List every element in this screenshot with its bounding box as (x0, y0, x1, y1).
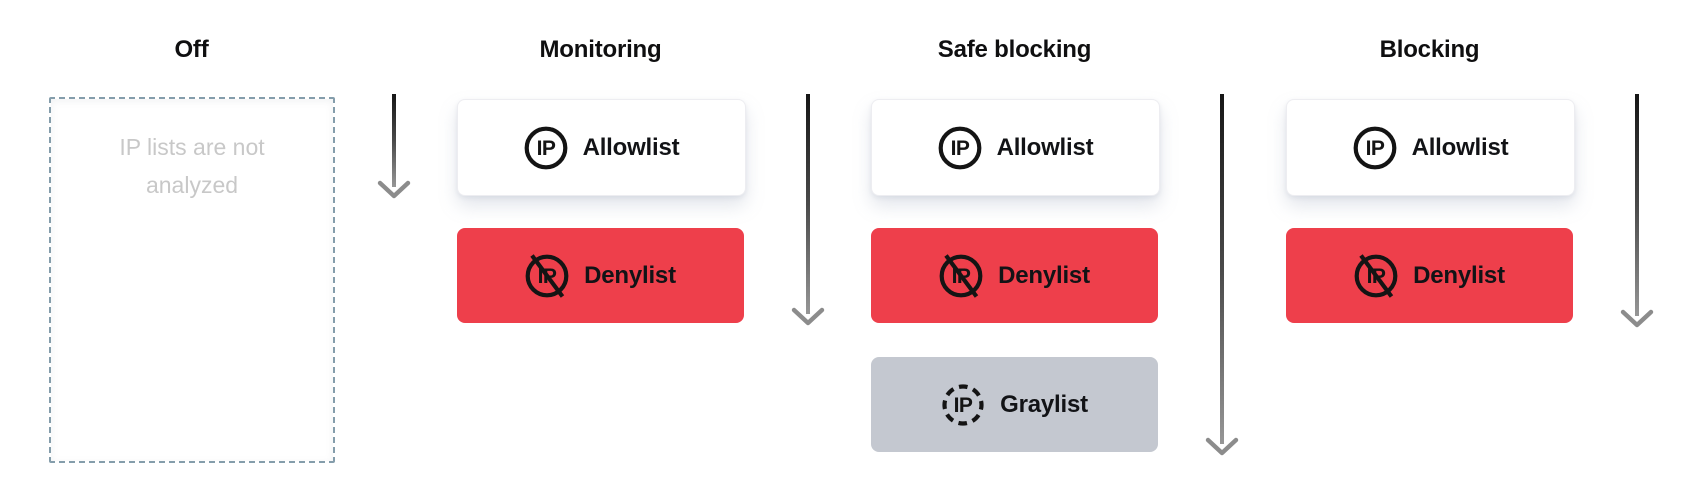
card-label: Denylist (1413, 261, 1505, 289)
icon-letters: IP (536, 137, 555, 160)
card-label: Graylist (1000, 390, 1088, 418)
arrow-down-icon (377, 180, 411, 199)
arrow-line (1220, 94, 1224, 444)
denylist-card: IP Denylist (457, 228, 744, 323)
flow-arrow-2 (790, 94, 826, 326)
allowlist-card: IP Allowlist (871, 99, 1160, 196)
allowlist-card: IP Allowlist (1286, 99, 1575, 196)
card-label: Allowlist (996, 133, 1094, 161)
arrow-line (1635, 94, 1639, 316)
flow-arrow-4 (1619, 94, 1655, 328)
icon-letters: IP (950, 137, 969, 160)
flow-arrow-1 (376, 94, 412, 199)
denylist-card: IP Denylist (871, 228, 1158, 323)
arrow-line (392, 94, 396, 187)
arrow-down-icon (1205, 437, 1239, 456)
graylist-card: IP Graylist (871, 357, 1158, 452)
arrow-line (806, 94, 810, 314)
ip-circle-icon: IP (938, 126, 982, 170)
card-label: Denylist (584, 261, 676, 289)
arrow-down-icon (1620, 309, 1654, 328)
column-title-monitoring: Monitoring (539, 36, 662, 63)
denylist-card: IP Denylist (1286, 228, 1573, 323)
ip-circle-icon: IP (524, 126, 568, 170)
icon-letters: IP (954, 394, 973, 417)
off-empty-note: IP lists are not analyzed (119, 134, 265, 198)
card-label: Allowlist (1411, 133, 1509, 161)
ip-circle-slash-icon: IP (939, 253, 983, 298)
flow-arrow-3 (1204, 94, 1240, 456)
icon-letters: IP (1365, 137, 1384, 160)
ip-circle-slash-icon: IP (1354, 253, 1398, 298)
column-title-blocking: Blocking (1379, 36, 1480, 63)
column-title-off: Off (174, 36, 209, 63)
ip-circle-dashed-icon: IP (941, 383, 985, 427)
column-title-safe-blocking: Safe blocking (937, 36, 1092, 63)
card-label: Denylist (998, 261, 1090, 289)
ip-circle-icon: IP (1353, 126, 1397, 170)
allowlist-card: IP Allowlist (457, 99, 746, 196)
off-placeholder-box (49, 97, 335, 463)
arrow-down-icon (791, 307, 825, 326)
ip-circle-slash-icon: IP (525, 253, 569, 298)
card-label: Allowlist (582, 133, 680, 161)
